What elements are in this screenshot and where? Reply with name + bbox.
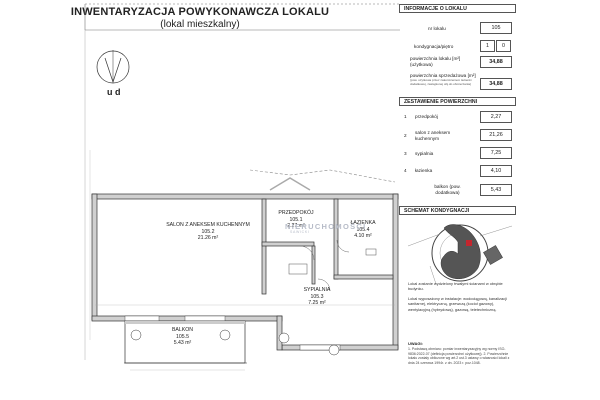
usable-area-label: powierzchnia lokalu [m²] (użytkowa) bbox=[410, 56, 461, 67]
page-subtitle: (lokal mieszkalny) bbox=[160, 19, 240, 30]
sales-area-note: (pow. użytkowa przez zakończeniem łazien… bbox=[410, 78, 472, 86]
remarks-text: 1. Podstawą obmiaru: pomiar inwentaryzac… bbox=[408, 347, 510, 365]
floor-label: kondygnacja/piętro bbox=[414, 44, 454, 49]
room-area: 21.26 m² bbox=[197, 235, 219, 241]
room-hallway: PRZEDPOKÓJ 105.1 2.27 m² bbox=[272, 210, 320, 230]
watermark-logo-sub: SAWICKI bbox=[290, 230, 310, 234]
room-name: BALKON bbox=[171, 327, 194, 333]
note-walls: Lokal zostanie wydzielony trwałymi ścian… bbox=[408, 281, 503, 292]
room-name: ŁAZIENKA bbox=[350, 220, 376, 226]
summary-row-index: 2 bbox=[404, 133, 407, 138]
room-area: 4.10 m² bbox=[354, 233, 372, 239]
watermark-logo: NIERUCHOMOŚCI bbox=[285, 222, 367, 231]
summary-row-value: 4,10 bbox=[480, 165, 512, 177]
summary-row-label: sypialnia bbox=[415, 151, 434, 156]
info-heading: INFORMACJE O LOKALU bbox=[399, 4, 516, 13]
unit-no-label: nr lokalu bbox=[428, 26, 446, 31]
room-living-kitchen: SALON Z ANEKSEM KUCHENNYM 105.2 21.26 m² bbox=[163, 222, 253, 242]
room-code: 105.1 bbox=[289, 216, 303, 223]
note-equipment: Lokal wyposażony w instalacje: wodociągo… bbox=[408, 296, 507, 312]
sales-area-label: powierzchnia sprzedażowa [m²] bbox=[410, 73, 476, 78]
summary-row-label: przedpokój bbox=[415, 114, 438, 119]
unit-no-value: 105 bbox=[480, 22, 512, 34]
summary-row-index: 1 bbox=[404, 114, 407, 119]
summary-row-value: 2,27 bbox=[480, 111, 512, 123]
summary-row-label: salon z aneksem kuchennym bbox=[415, 130, 451, 141]
balcony-value: 5,43 bbox=[480, 184, 512, 196]
orientation-mark: u d bbox=[107, 87, 121, 97]
summary-row-value: 7,25 bbox=[480, 147, 512, 159]
remarks-title: UWAGI: bbox=[408, 341, 423, 346]
room-name: SALON Z ANEKSEM KUCHENNYM bbox=[166, 222, 250, 228]
balcony-outline bbox=[124, 320, 247, 364]
floor-scheme-heading: SCHEMAT KONDYGNACJI bbox=[399, 206, 516, 215]
room-code: 105.2 bbox=[201, 228, 215, 235]
room-name: SYPIALNIA bbox=[303, 287, 331, 293]
summary-row-index: 4 bbox=[404, 168, 407, 173]
balcony-label: balkon (pow. dodatkowa) bbox=[434, 184, 461, 195]
room-code: 105.5 bbox=[176, 333, 189, 340]
room-balcony: BALKON 105.5 5.43 m² bbox=[160, 327, 205, 347]
floor-value-a: 1 bbox=[480, 40, 495, 52]
room-name: PRZEDPOKÓJ bbox=[278, 210, 314, 216]
sales-area-value: 34,88 bbox=[480, 78, 512, 90]
north-arrow-icon bbox=[96, 50, 130, 84]
page-title: INWENTARYZACJA POWYKONAWCZA LOKALU bbox=[70, 6, 330, 18]
usable-area-value: 34,88 bbox=[480, 56, 512, 68]
summary-row-value: 21,26 bbox=[480, 129, 512, 141]
summary-heading: ZESTAWIENIE POWIERZCHNI bbox=[399, 97, 516, 106]
room-code: 105.4 bbox=[356, 226, 370, 233]
summary-row-label: łazienka bbox=[415, 168, 433, 173]
floor-scheme-map bbox=[407, 224, 513, 285]
summary-row-index: 3 bbox=[404, 151, 407, 156]
room-bedroom: SYPIALNIA 105.3 7.25 m² bbox=[292, 287, 342, 307]
floor-plan-drawing bbox=[84, 3, 400, 371]
room-area: 5.43 m² bbox=[173, 340, 192, 346]
room-area: 2.27 m² bbox=[287, 223, 305, 229]
floor-value-b: 0 bbox=[496, 40, 511, 52]
room-bathroom: ŁAZIENKA 105.4 4.10 m² bbox=[340, 220, 386, 240]
room-code: 105.3 bbox=[310, 293, 324, 300]
room-area: 7.25 m² bbox=[308, 300, 326, 306]
